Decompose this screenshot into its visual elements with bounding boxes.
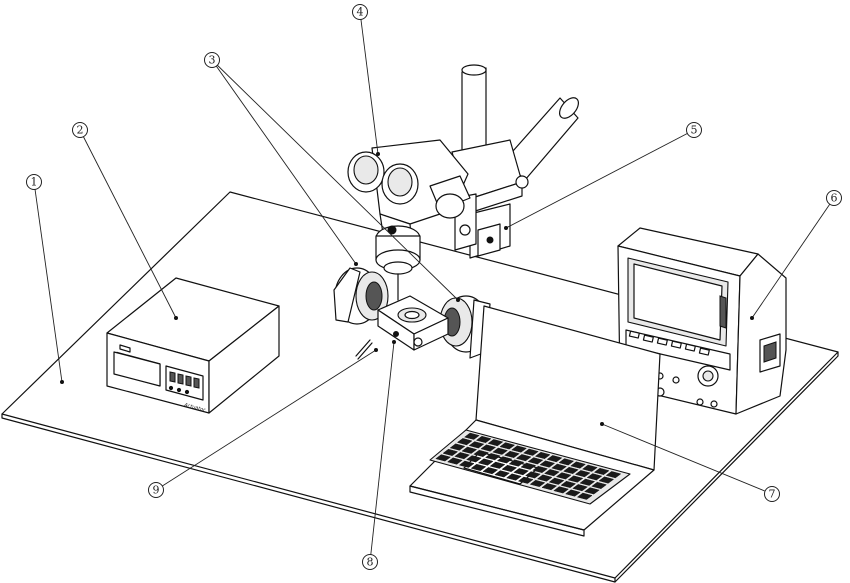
keyboard-key bbox=[473, 449, 489, 457]
callout-6: 6 bbox=[826, 190, 842, 206]
keyboard-key bbox=[506, 473, 522, 481]
callout-8-label: 8 bbox=[367, 556, 374, 569]
keyboard-key bbox=[582, 464, 598, 472]
keyboard-key bbox=[591, 481, 607, 489]
keyboard-key bbox=[508, 459, 525, 467]
keyboard-key bbox=[487, 439, 504, 447]
callout-3-label: 3 bbox=[209, 54, 216, 67]
callout-2: 2 bbox=[72, 122, 88, 138]
keyboard-key bbox=[466, 455, 482, 463]
keyboard-key bbox=[496, 456, 513, 464]
keyboard-key bbox=[553, 486, 569, 494]
keyboard-key bbox=[464, 432, 480, 440]
keyboard-key bbox=[499, 442, 516, 450]
keyboard-key bbox=[449, 443, 466, 451]
keyboard-key bbox=[456, 438, 473, 446]
callout-1: 1 bbox=[26, 174, 42, 190]
stereo-microscope bbox=[347, 139, 471, 301]
callout-9: 9 bbox=[148, 482, 164, 498]
keyboard-key bbox=[563, 466, 579, 474]
callout-8: 8 bbox=[362, 554, 378, 570]
callout-2-label: 2 bbox=[77, 124, 84, 137]
keyboard-key bbox=[593, 467, 610, 475]
microscope-stand bbox=[451, 64, 579, 259]
keyboard-key bbox=[536, 474, 553, 482]
keyboard-key bbox=[475, 435, 492, 443]
keyboard-key bbox=[546, 455, 563, 463]
keyboard-key bbox=[494, 470, 510, 478]
keyboard-key bbox=[541, 483, 558, 491]
sample-stage bbox=[355, 295, 449, 360]
callout-5: 5 bbox=[686, 122, 702, 138]
callout-9-label: 9 bbox=[153, 484, 160, 497]
keyboard-key bbox=[520, 462, 537, 470]
callout-7-label: 7 bbox=[769, 488, 776, 501]
keyboard-key bbox=[501, 464, 518, 472]
keyboard-key bbox=[527, 457, 544, 465]
keyboard-key bbox=[435, 454, 451, 462]
keyboard-key bbox=[579, 478, 596, 486]
callout-4-label: 4 bbox=[357, 6, 364, 19]
keyboard-key bbox=[468, 441, 485, 449]
laptop-keyboard bbox=[435, 432, 622, 500]
keyboard-key bbox=[525, 471, 541, 479]
callout-3: 3 bbox=[204, 52, 220, 68]
keyboard-key bbox=[574, 470, 591, 478]
keyboard-key bbox=[560, 480, 577, 488]
keyboard-key bbox=[529, 479, 546, 487]
callout-7: 7 bbox=[764, 486, 780, 502]
keyboard-key bbox=[532, 465, 548, 473]
keyboard-key bbox=[586, 473, 603, 481]
callout-1-label: 1 bbox=[31, 176, 38, 189]
keyboard-key bbox=[442, 448, 459, 456]
keyboard-key bbox=[548, 477, 565, 485]
left-illuminator bbox=[333, 267, 389, 325]
callout-4: 4 bbox=[352, 4, 368, 20]
keyboard-key bbox=[598, 476, 615, 484]
keyboard-key bbox=[605, 471, 622, 479]
keyboard-key bbox=[551, 463, 567, 471]
callout-6-label: 6 bbox=[831, 192, 838, 205]
keyboard-key bbox=[534, 451, 551, 459]
keyboard-key bbox=[511, 445, 527, 453]
keyboard-key bbox=[513, 468, 529, 476]
keyboard-key bbox=[576, 492, 593, 500]
keyboard-key bbox=[570, 461, 586, 469]
keyboard-key bbox=[565, 489, 581, 497]
keyboard-key bbox=[477, 458, 494, 466]
controller-brand-label: Actuator bbox=[183, 402, 207, 414]
leader-lines bbox=[33, 11, 835, 563]
keyboard-key bbox=[458, 460, 475, 468]
keyboard-key bbox=[485, 453, 501, 461]
keyboard-key bbox=[544, 469, 560, 477]
keyboard-key bbox=[454, 452, 470, 460]
keyboard-key bbox=[482, 467, 499, 475]
keyboard-key bbox=[492, 447, 508, 455]
keyboard-key bbox=[461, 446, 478, 454]
callout-5-label: 5 bbox=[691, 124, 698, 137]
controller-box: Actuator bbox=[106, 277, 280, 414]
keyboard-key bbox=[504, 450, 520, 458]
keyboard-key bbox=[447, 457, 463, 465]
keyboard-key bbox=[489, 461, 506, 469]
keyboard-key bbox=[555, 472, 572, 480]
keyboard-key bbox=[567, 475, 584, 483]
keyboard-key bbox=[517, 476, 534, 484]
keyboard-key bbox=[523, 448, 539, 456]
keyboard-key bbox=[572, 484, 588, 492]
keyboard-key bbox=[558, 458, 575, 466]
keyboard-key bbox=[480, 444, 497, 452]
keyboard-key bbox=[515, 454, 532, 462]
keyboard-key bbox=[470, 463, 487, 471]
keyboard-key bbox=[539, 460, 556, 468]
keyboard-key bbox=[584, 487, 600, 495]
